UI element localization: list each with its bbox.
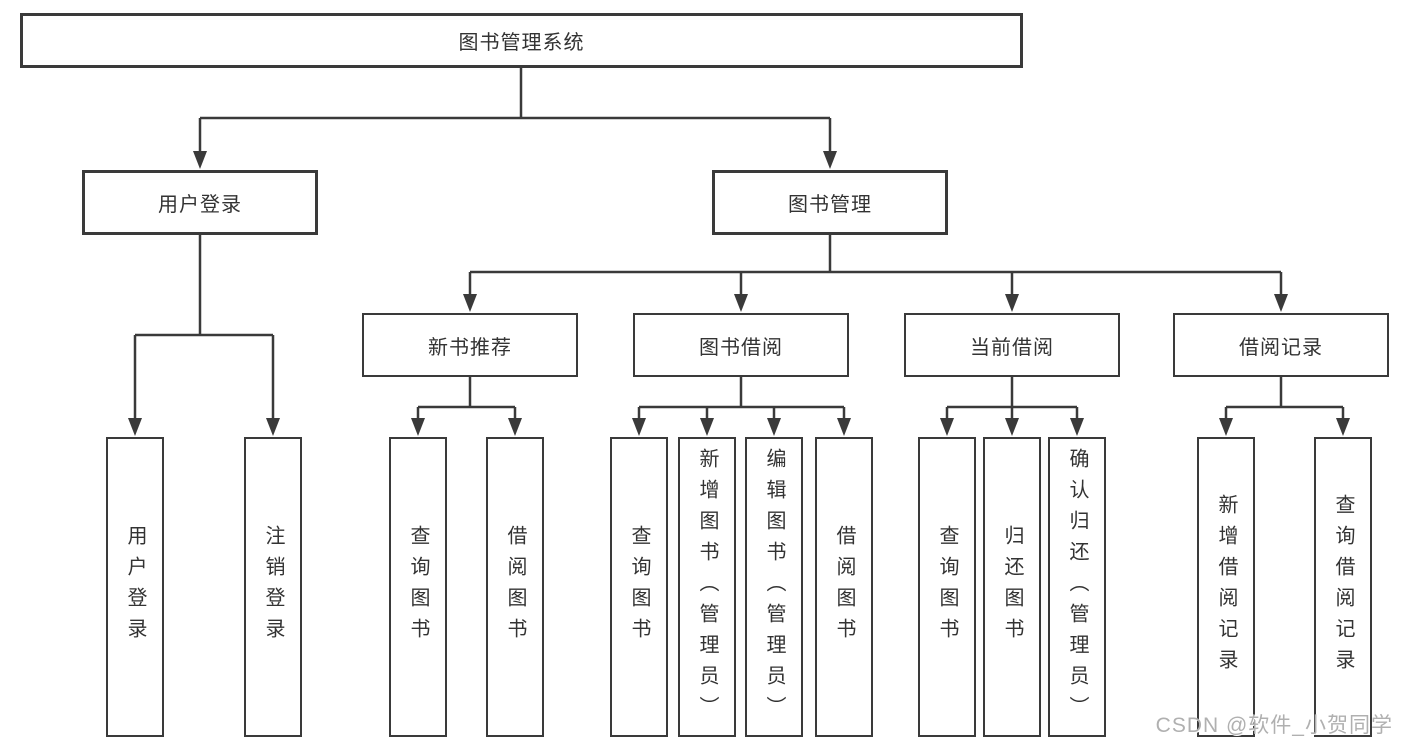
node-current-borrowing-label: 当前借阅 — [970, 336, 1054, 359]
leaf-query-books-1-label: 查询图书 — [407, 525, 429, 649]
leaf-confirm-return-admin: 确认归还（管理员） — [1048, 437, 1106, 737]
leaf-return-books-label: 归还图书 — [1001, 525, 1023, 649]
leaf-user-login-label: 用户登录 — [124, 525, 146, 649]
node-new-book-recommend: 新书推荐 — [362, 313, 578, 377]
leaf-query-borrow-record-label: 查询借阅记录 — [1332, 494, 1354, 680]
leaf-borrow-books-1: 借阅图书 — [486, 437, 544, 737]
leaf-borrow-books-2-label: 借阅图书 — [833, 525, 855, 649]
node-book-borrowing-label: 图书借阅 — [699, 336, 783, 359]
leaf-add-books-admin: 新增图书（管理员） — [678, 437, 736, 737]
leaf-query-borrow-record: 查询借阅记录 — [1314, 437, 1372, 737]
leaf-borrow-books-2: 借阅图书 — [815, 437, 873, 737]
leaf-add-books-admin-label: 新增图书（管理员） — [696, 447, 718, 727]
leaf-user-login: 用户登录 — [106, 437, 164, 737]
node-book-management-label: 图书管理 — [788, 194, 872, 216]
leaf-query-books-1: 查询图书 — [389, 437, 447, 737]
node-book-borrowing: 图书借阅 — [633, 313, 849, 377]
node-new-book-recommend-label: 新书推荐 — [428, 336, 512, 359]
leaf-confirm-return-admin-label: 确认归还（管理员） — [1066, 447, 1088, 727]
leaf-query-books-2: 查询图书 — [610, 437, 668, 737]
leaf-return-books: 归还图书 — [983, 437, 1041, 737]
leaf-add-borrow-record-label: 新增借阅记录 — [1215, 494, 1237, 680]
leaf-logout-label: 注销登录 — [262, 525, 284, 649]
node-book-management: 图书管理 — [712, 170, 948, 235]
leaf-edit-books-admin: 编辑图书（管理员） — [745, 437, 803, 737]
leaf-query-books-3-label: 查询图书 — [936, 525, 958, 649]
node-current-borrowing: 当前借阅 — [904, 313, 1120, 377]
leaf-add-borrow-record: 新增借阅记录 — [1197, 437, 1255, 737]
node-borrowing-records-label: 借阅记录 — [1239, 336, 1323, 359]
arrowheads — [128, 151, 1350, 436]
leaf-query-books-3: 查询图书 — [918, 437, 976, 737]
node-user-login: 用户登录 — [82, 170, 318, 235]
leaf-borrow-books-1-label: 借阅图书 — [504, 525, 526, 649]
leaf-edit-books-admin-label: 编辑图书（管理员） — [763, 447, 785, 727]
node-library-system-root: 图书管理系统 — [20, 13, 1023, 68]
node-borrowing-records: 借阅记录 — [1173, 313, 1389, 377]
node-library-system-root-label: 图书管理系统 — [458, 32, 585, 54]
node-user-login-label: 用户登录 — [158, 194, 242, 216]
leaf-logout: 注销登录 — [244, 437, 302, 737]
csdn-watermark: CSDN @软件_小贺同学 — [1155, 714, 1393, 737]
leaf-query-books-2-label: 查询图书 — [628, 525, 650, 649]
